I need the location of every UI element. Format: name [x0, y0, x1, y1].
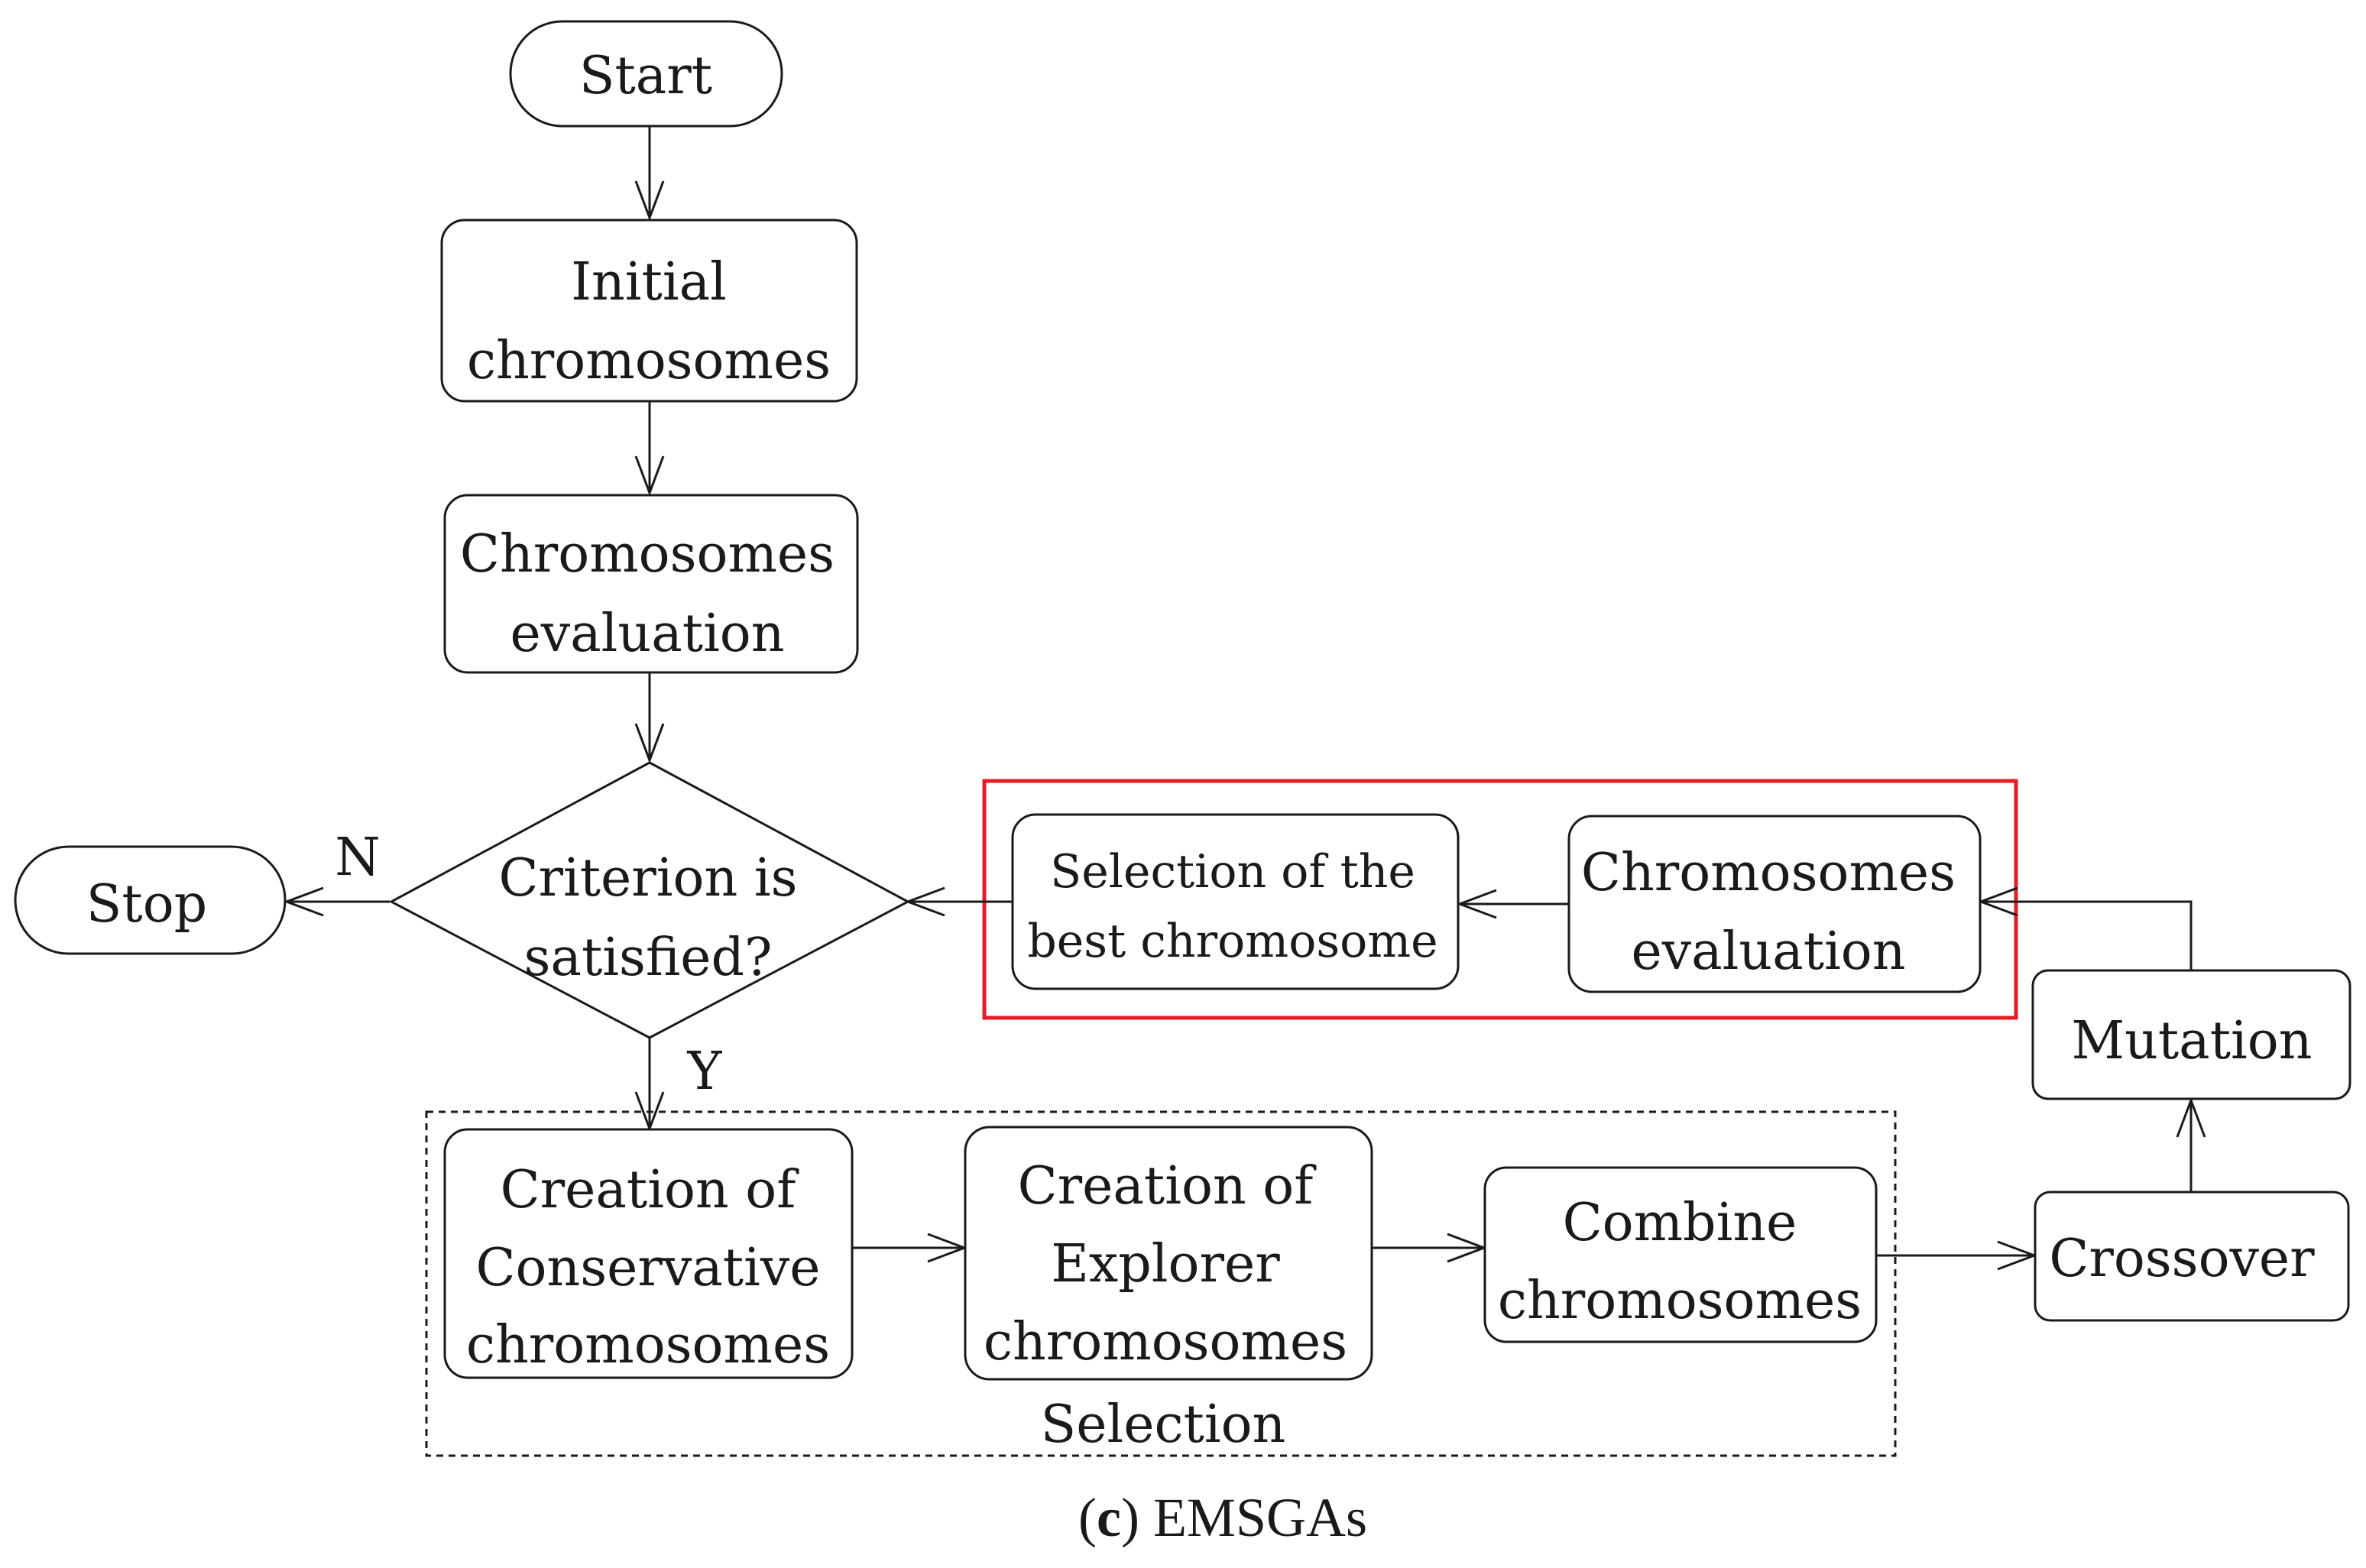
criterion-label-line1: Criterion is	[498, 848, 797, 909]
arrowhead-icon	[634, 723, 665, 764]
explorer-label-line3: chromosomes	[984, 1312, 1347, 1372]
edge-mutation-to-evaluation	[1981, 900, 2193, 970]
chromosomes-evaluation-node	[443, 494, 859, 674]
initial-chromosomes-label-line2: chromosomes	[467, 331, 831, 391]
select-best-chromosome-node	[1011, 813, 1460, 990]
combine-label-line1: Combine	[1563, 1193, 1797, 1253]
edge-label-yes: Y	[687, 1042, 723, 1102]
arrowhead-icon	[2176, 1097, 2206, 1138]
stop-label: Stop	[86, 874, 207, 935]
selection-group-label: Selection	[1041, 1395, 1286, 1455]
loop-chromosomes-evaluation-node	[1567, 815, 1982, 993]
figure-caption: (c) EMSGAs	[1078, 1487, 1367, 1548]
crossover-label: Crossover	[2049, 1229, 2315, 1289]
conservative-label-line1: Creation of	[501, 1160, 800, 1220]
loop-evaluation-label-line1: Chromosomes	[1581, 843, 1956, 903]
mutation-node	[2031, 969, 2351, 1100]
start-node	[509, 20, 783, 128]
evaluation-highlight-border	[982, 779, 2018, 1020]
criterion-label-line2: satisfied?	[524, 928, 773, 988]
selection-group-border	[425, 1110, 1897, 1457]
caption-open-paren: (	[1078, 1487, 1097, 1548]
crossover-node	[2034, 1191, 2350, 1322]
caption-close-paren: )	[1121, 1487, 1139, 1548]
conservative-chromosomes-node	[443, 1128, 854, 1379]
edge-label-no: N	[335, 828, 381, 888]
arrowhead-icon	[634, 180, 665, 222]
initial-chromosomes-label-line1: Initial	[571, 252, 727, 313]
caption-letter: c	[1097, 1487, 1121, 1548]
chromosomes-evaluation-label-line2: evaluation	[510, 604, 784, 664]
select-best-label-line1: Selection of the	[1050, 845, 1415, 899]
combine-label-line2: chromosomes	[1498, 1271, 1862, 1331]
select-best-label-line2: best chromosome	[1027, 915, 1437, 968]
explorer-chromosomes-node	[964, 1126, 1373, 1381]
criterion-decision-node	[388, 761, 911, 1039]
conservative-label-line3: chromosomes	[466, 1315, 830, 1375]
stop-node	[14, 845, 287, 955]
arrowhead-icon	[283, 886, 324, 917]
explorer-label-line1: Creation of	[1018, 1156, 1318, 1216]
start-label: Start	[579, 46, 712, 106]
explorer-label-line2: Explorer	[1051, 1234, 1280, 1294]
caption-text: EMSGAs	[1139, 1487, 1367, 1548]
conservative-label-line2: Conservative	[475, 1238, 820, 1298]
initial-chromosomes-node	[440, 219, 858, 403]
loop-evaluation-label-line2: evaluation	[1631, 922, 1905, 982]
chromosomes-evaluation-label-line1: Chromosomes	[460, 524, 835, 585]
mutation-label: Mutation	[2071, 1011, 2312, 1071]
combine-chromosomes-node	[1483, 1166, 1878, 1343]
arrowhead-icon	[634, 455, 665, 497]
arrowhead-icon	[1456, 889, 1497, 919]
